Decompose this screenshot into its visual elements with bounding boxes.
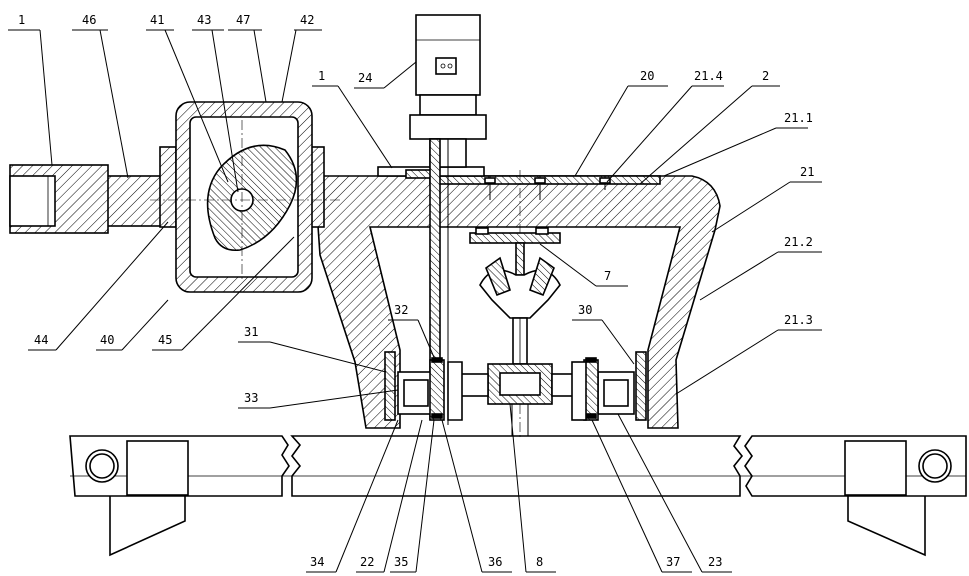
label-44: 44 xyxy=(34,333,48,347)
label-40: 40 xyxy=(100,333,114,347)
label-43: 43 xyxy=(197,13,211,27)
label-47: 47 xyxy=(236,13,250,27)
label-20: 20 xyxy=(640,69,654,83)
label-21-1: 21.1 xyxy=(784,111,813,125)
label-31: 31 xyxy=(244,325,258,339)
cam-housing xyxy=(150,102,340,292)
label-33: 33 xyxy=(244,391,258,405)
label-21-3: 21.3 xyxy=(784,313,813,327)
label-42: 42 xyxy=(300,13,314,27)
label-22: 22 xyxy=(360,555,374,569)
label-37: 37 xyxy=(666,555,680,569)
label-21: 21 xyxy=(800,165,814,179)
label-34: 34 xyxy=(310,555,324,569)
label-41: 41 xyxy=(150,13,164,27)
base-girder xyxy=(70,436,966,555)
label-30: 30 xyxy=(578,303,592,317)
label-21-4: 21.4 xyxy=(694,69,723,83)
label-1-center: 1 xyxy=(318,69,325,83)
label-8: 8 xyxy=(536,555,543,569)
label-2: 2 xyxy=(762,69,769,83)
label-35: 35 xyxy=(394,555,408,569)
label-21-2: 21.2 xyxy=(784,235,813,249)
label-36: 36 xyxy=(488,555,502,569)
right-trolley xyxy=(572,352,646,420)
label-7: 7 xyxy=(604,269,611,283)
hanger-assembly xyxy=(452,228,574,436)
label-46: 46 xyxy=(82,13,96,27)
label-1-left: 1 xyxy=(18,13,25,27)
label-23: 23 xyxy=(708,555,722,569)
label-24: 24 xyxy=(358,71,372,85)
label-45: 45 xyxy=(158,333,172,347)
label-32: 32 xyxy=(394,303,408,317)
